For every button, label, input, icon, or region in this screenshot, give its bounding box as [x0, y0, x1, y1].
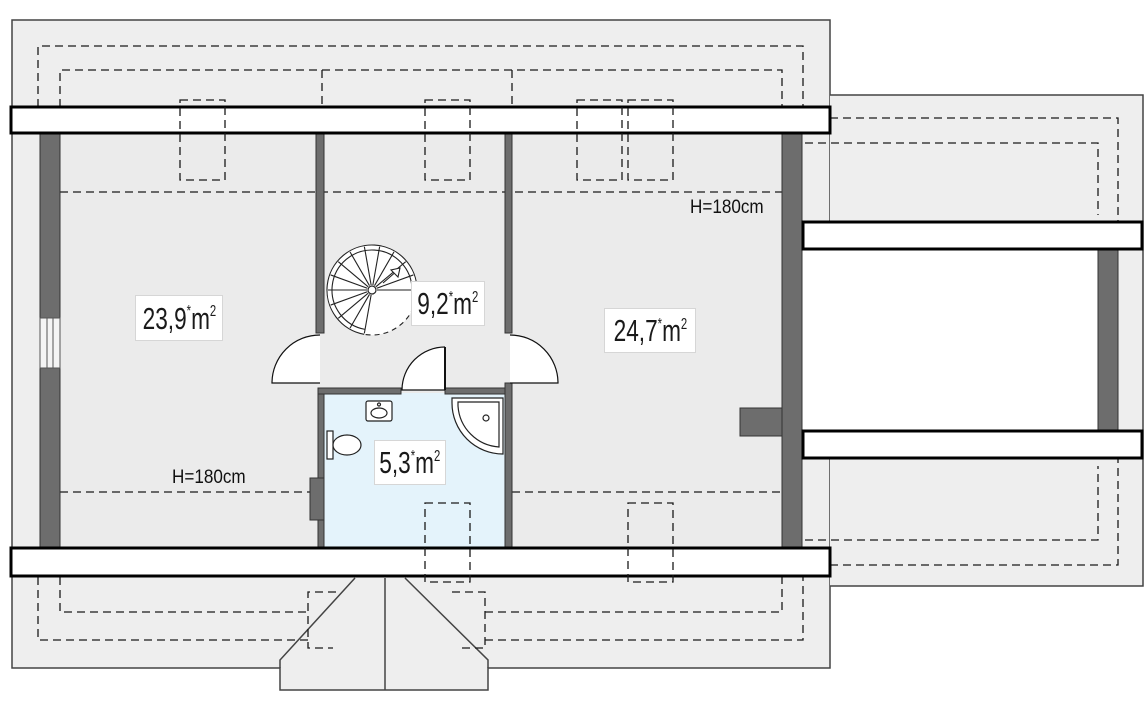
roof-beam-top	[9, 105, 832, 135]
washbasin-bowl	[370, 407, 388, 419]
garage-wall	[1097, 248, 1119, 432]
stair-step-line	[376, 274, 414, 289]
entrance-canopy-line-right	[452, 591, 486, 649]
garage-roof-line-bottom-inner	[805, 466, 1099, 541]
garage-roof-line-top-inner	[805, 142, 1099, 215]
chimney-block	[739, 407, 783, 437]
partition-wall-left	[315, 132, 325, 334]
stair-step-line	[337, 292, 369, 319]
door-swing-bathroom	[401, 346, 446, 391]
washbasin-tap	[376, 402, 382, 407]
partition-wall-right	[504, 132, 513, 334]
area-unit: m	[453, 286, 473, 321]
area-label-right-room: 24,7*m2	[604, 308, 696, 353]
right-exterior-wall	[781, 132, 803, 549]
area-value: 5,3	[379, 445, 411, 480]
ventilation-shaft	[309, 477, 325, 521]
area-unit: m	[190, 300, 210, 336]
roof-window	[627, 99, 674, 181]
area-unit: m	[661, 313, 681, 348]
area-value: 24,7	[613, 313, 658, 348]
roof-beam-bottom	[9, 546, 832, 578]
height-note-upper-right: H=180cm	[690, 197, 764, 218]
stair-step-line	[330, 274, 368, 289]
area-exponent: 2	[472, 288, 479, 306]
area-exponent: 2	[209, 303, 216, 321]
garage-beam-lower	[801, 429, 1144, 460]
entrance-canopy-line-left	[307, 591, 336, 649]
area-mark: *	[448, 288, 454, 306]
roof-window	[424, 99, 471, 181]
roof-window	[627, 502, 674, 583]
entrance-gable-right-edge	[404, 577, 489, 668]
stair-center-post	[367, 285, 377, 295]
area-exponent: 2	[434, 447, 441, 465]
entrance-gable-left-edge	[279, 577, 356, 668]
area-exponent: 2	[680, 315, 687, 333]
stair-handrail	[331, 249, 413, 330]
roof-overhang-line-top-inner	[59, 69, 783, 107]
area-text: 5,3*m2	[379, 447, 440, 478]
roof-window	[179, 99, 226, 181]
stair-step-line	[363, 294, 372, 334]
garage-roof-line-bottom-outer	[830, 458, 1119, 566]
stair-step-line	[374, 251, 395, 286]
stair-arrowhead-icon	[389, 267, 401, 279]
gable-window	[39, 317, 61, 369]
area-value: 23,9	[142, 300, 187, 336]
roof-overhang-line-bottom-outer-left	[37, 577, 308, 641]
area-mark: *	[657, 315, 662, 333]
roof-window	[576, 99, 623, 181]
washbasin	[365, 400, 393, 422]
area-value: 9,2	[417, 286, 449, 321]
stair-step-line	[349, 251, 370, 286]
bathroom-wall-top-left	[317, 387, 402, 395]
stair-step-line	[349, 294, 370, 329]
area-label-left-room: 23,9*m2	[135, 295, 223, 341]
stair-outline	[326, 244, 418, 335]
roof-overhang-line-bottom-inner-right	[485, 577, 783, 613]
garage-open-area	[802, 249, 1098, 431]
bathroom-wall-top-right	[444, 387, 513, 395]
spiral-staircase	[326, 244, 418, 336]
stair-steps	[328, 246, 416, 334]
shower-tray	[451, 397, 504, 455]
door-swing-right-room	[509, 334, 559, 384]
height-note-lower-left: H=180cm	[172, 467, 246, 488]
area-text: 24,7*m2	[613, 315, 687, 346]
shower-drain	[482, 414, 490, 422]
stair-step-line	[330, 291, 368, 306]
bathroom-wall-right	[504, 382, 513, 549]
area-text: 23,9*m2	[142, 303, 216, 334]
roof-overhang-line-top-outer	[37, 45, 804, 107]
toilet	[326, 430, 362, 460]
area-mark: *	[410, 447, 416, 465]
garage-roof-line-top-outer	[830, 117, 1119, 222]
bathroom-wall-left	[317, 389, 325, 549]
area-label-stair-hall: 9,2*m2	[411, 281, 485, 326]
area-text: 9,2*m2	[417, 288, 478, 319]
stair-step-line	[375, 261, 407, 288]
stair-step-line	[363, 246, 372, 286]
roof-window	[424, 502, 471, 583]
toilet-bowl	[332, 434, 362, 456]
area-unit: m	[415, 445, 435, 480]
stair-step-line	[337, 261, 369, 288]
toilet-tank	[326, 430, 334, 460]
door-swing-left-room	[271, 334, 321, 384]
shower-tray-inner	[457, 401, 500, 448]
roof-overhang-line-bottom-inner-left	[59, 577, 308, 613]
stair-step-line	[372, 246, 381, 286]
garage-beam-upper	[801, 220, 1144, 251]
area-label-bathroom: 5,3*m2	[374, 440, 446, 485]
area-mark: *	[186, 303, 191, 321]
roof-overhang-line-bottom-outer-right	[485, 577, 804, 641]
